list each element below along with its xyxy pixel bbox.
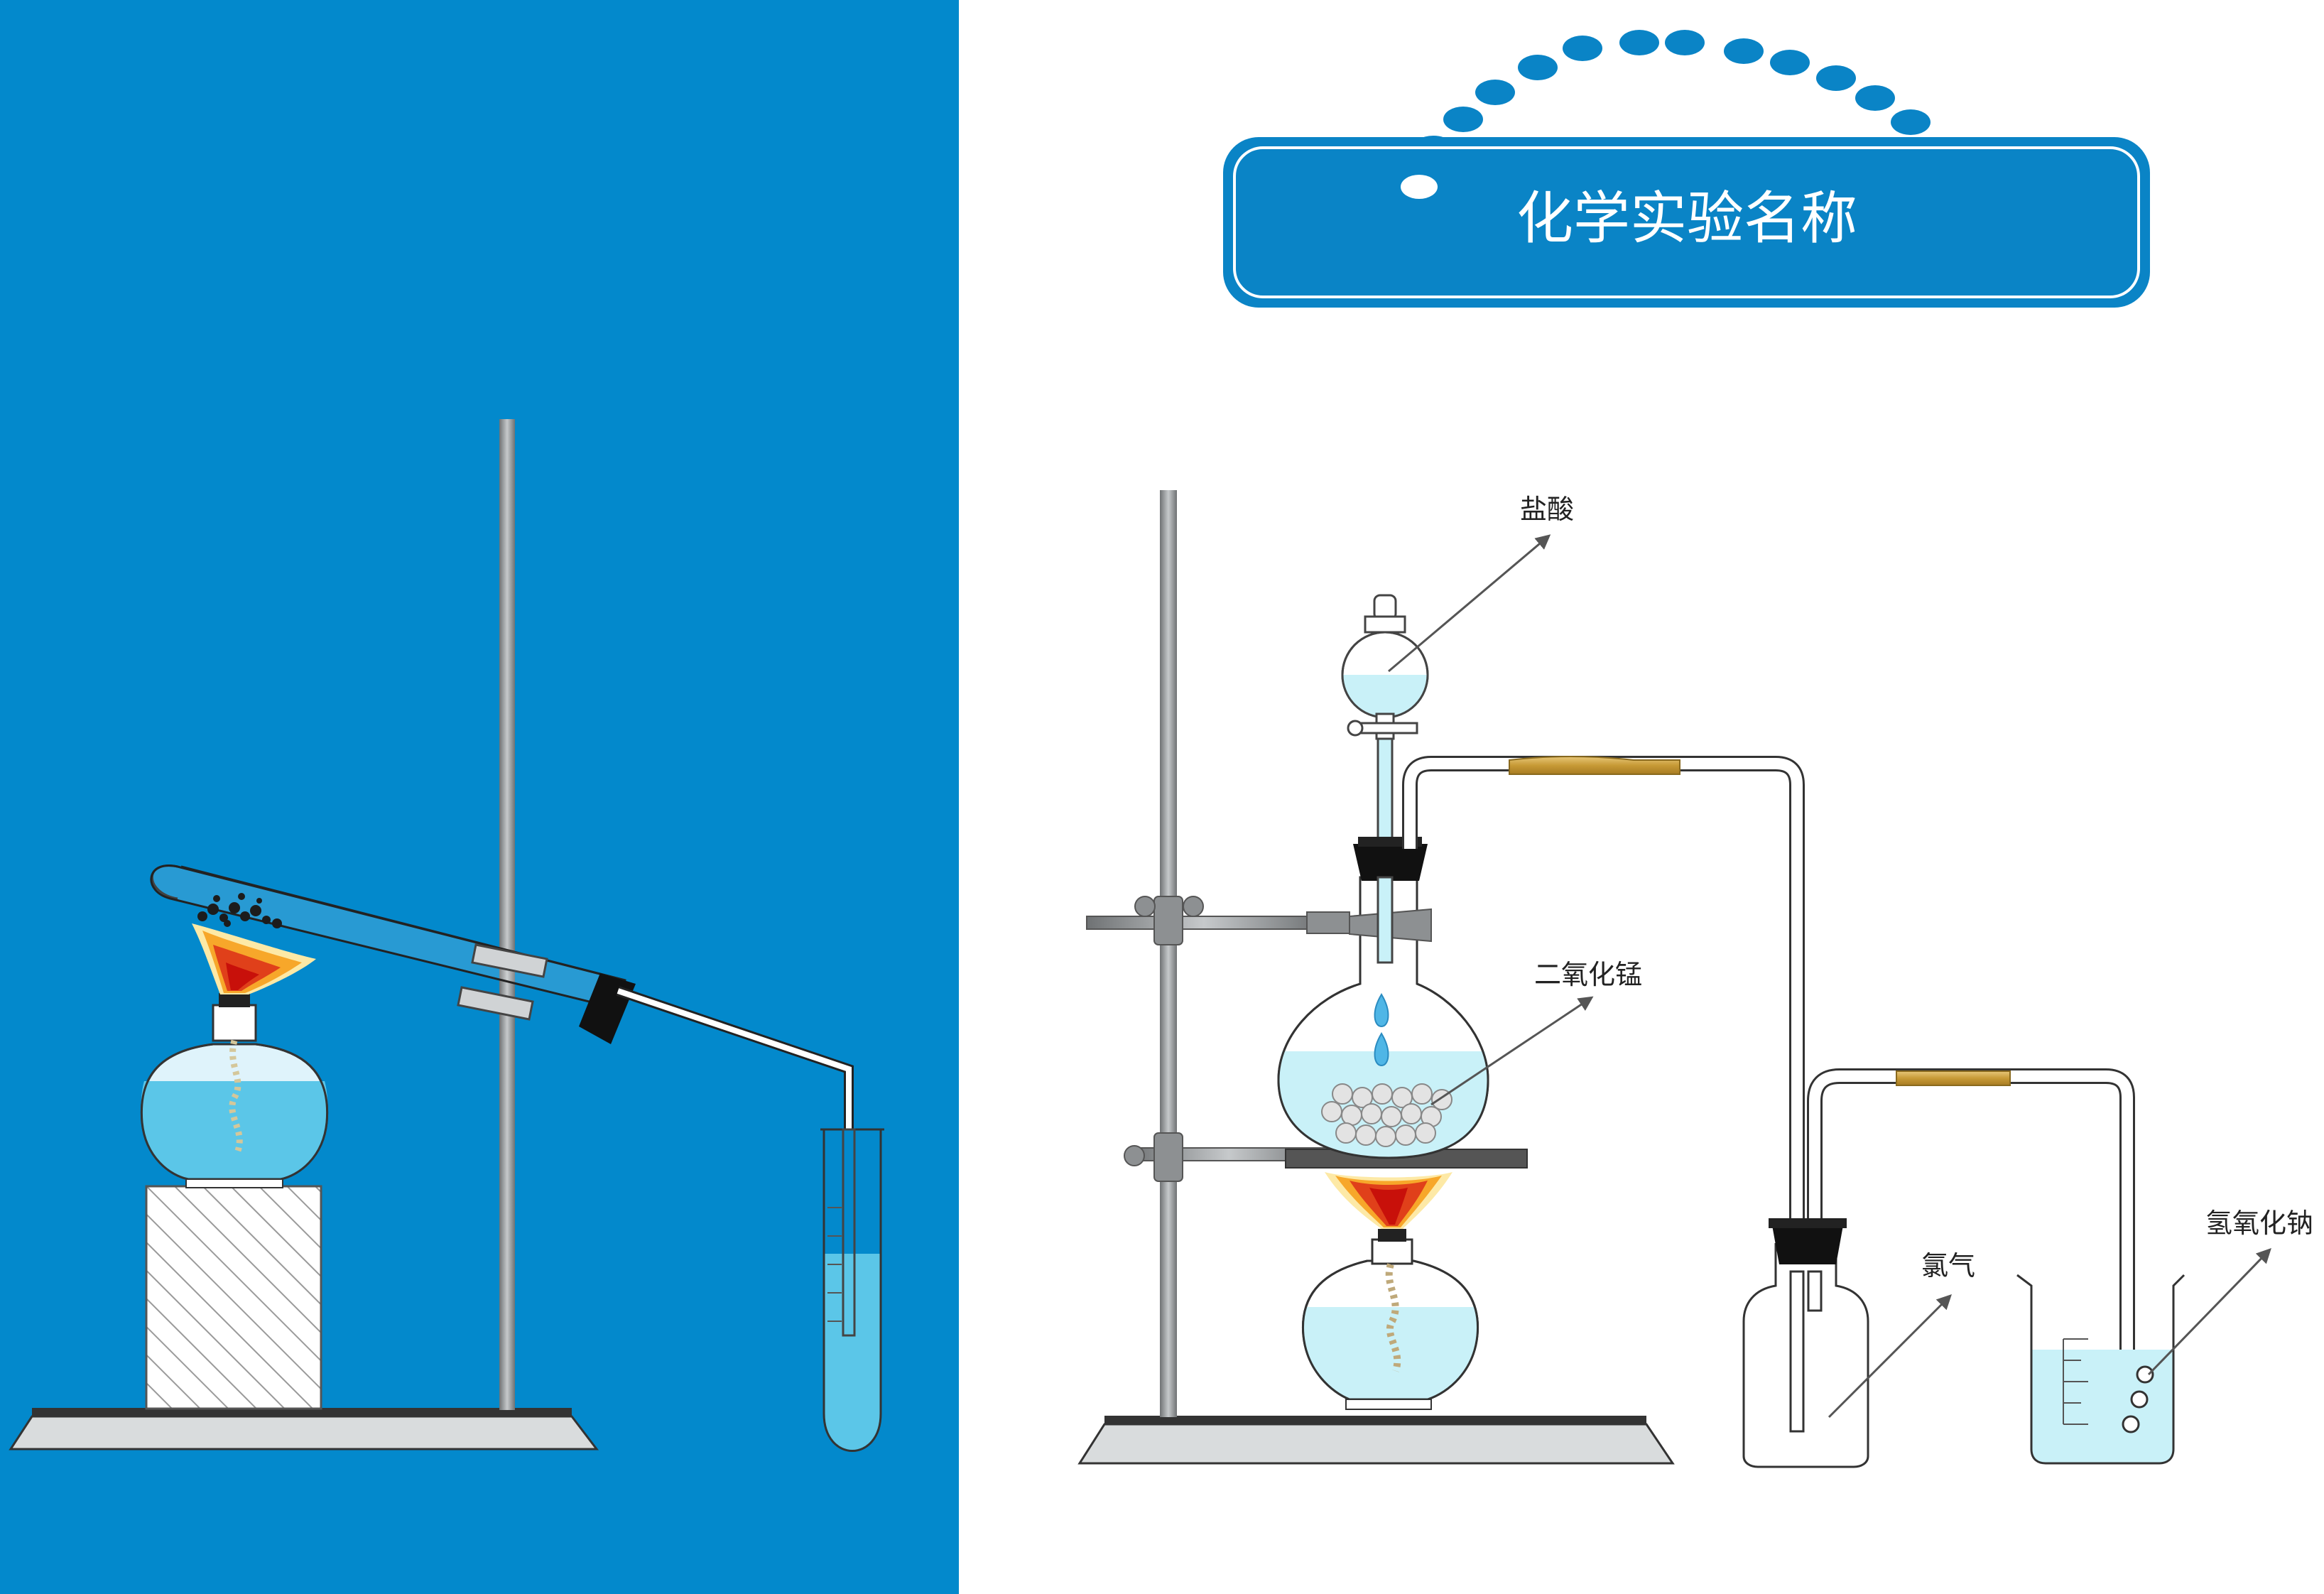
naoh-beaker xyxy=(2016,1274,2185,1465)
wooden-block xyxy=(145,1185,322,1410)
manganese-dioxide-granules xyxy=(1321,1083,1452,1147)
left-panel-background xyxy=(0,0,959,1594)
label-text-manganese-dioxide: 二氧化锰 xyxy=(1534,959,1642,990)
right-flame xyxy=(1325,1172,1452,1229)
heated-test-tube xyxy=(150,864,854,1129)
left-flame xyxy=(192,923,316,994)
separatory-funnel xyxy=(1341,594,1429,967)
label-chlorine: 氯气 xyxy=(1828,1250,1975,1419)
left-alcohol-lamp xyxy=(140,993,329,1188)
page-title: 化学实验名称 xyxy=(1516,185,1857,251)
delivery-tubing xyxy=(1402,756,2135,1428)
label-hydrochloric-acid: 盐酸 xyxy=(1388,494,1574,673)
label-text-hydrochloric-acid: 盐酸 xyxy=(1520,494,1574,525)
label-sodium-hydroxide: 氢氧化钠 xyxy=(2147,1208,2313,1376)
label-text-chlorine: 氯气 xyxy=(1921,1250,1975,1281)
label-manganese-dioxide: 二氧化锰 xyxy=(1430,959,1642,1106)
right-alcohol-lamp xyxy=(1301,1229,1479,1410)
title-banner: 化学实验名称 xyxy=(1223,30,2150,308)
label-text-sodium-hydroxide: 氢氧化钠 xyxy=(2205,1208,2313,1239)
right-iron-stand xyxy=(1077,490,1675,1465)
left-iron-stand xyxy=(9,419,599,1451)
round-bottom-flask xyxy=(1277,837,1489,1159)
gas-collection-bottle xyxy=(1742,1218,1869,1468)
receiving-test-tube xyxy=(820,1128,884,1452)
